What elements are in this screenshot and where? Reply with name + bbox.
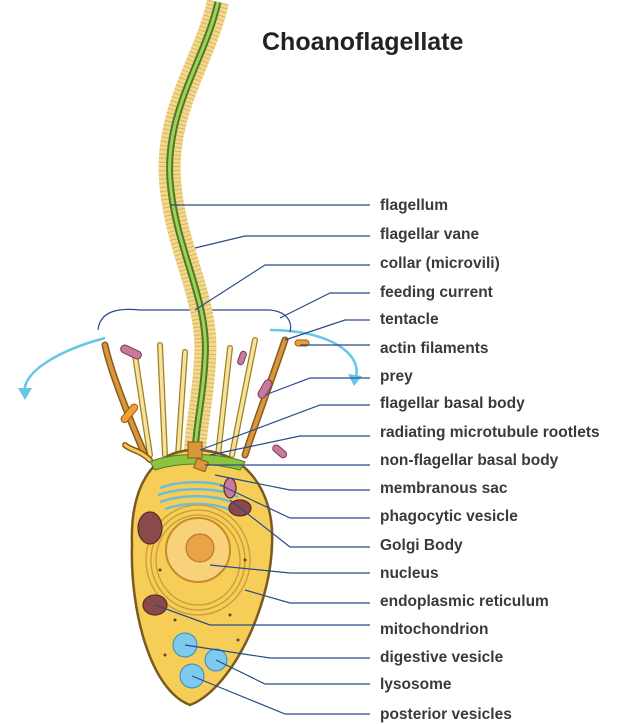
prey-items bbox=[120, 339, 310, 459]
left-current-arrowhead bbox=[18, 388, 32, 400]
label-prey: prey bbox=[380, 368, 413, 385]
flagellar-basal-body bbox=[187, 441, 203, 459]
small-granules bbox=[158, 558, 247, 657]
label-flagellar-basal-body: flagellar basal body bbox=[380, 395, 525, 412]
label-flagellum: flagellum bbox=[380, 197, 449, 214]
feeding-current-arrows bbox=[18, 328, 362, 400]
collar-microvilli-fill bbox=[133, 338, 257, 457]
right-current-arrowhead bbox=[348, 374, 362, 386]
label-membranous-sac: membranous sac bbox=[380, 480, 508, 497]
label-actin-filaments: actin filaments bbox=[380, 340, 489, 357]
label-nucleus: nucleus bbox=[380, 565, 439, 582]
right-current-arrow bbox=[269, 328, 358, 381]
label-mitochondrion: mitochondrion bbox=[380, 621, 489, 638]
label-tentacle: tentacle bbox=[380, 311, 439, 328]
label-feeding-current: feeding current bbox=[380, 284, 493, 301]
label-endoplasmic-reticulum: endoplasmic reticulum bbox=[380, 593, 549, 610]
label-radiating-microtubule-rootlets: radiating microtubule rootlets bbox=[380, 424, 600, 441]
label-phagocytic-vesicle: phagocytic vesicle bbox=[380, 508, 518, 525]
label-posterior-vesicles: posterior vesicles bbox=[380, 706, 512, 723]
leader-lines bbox=[154, 204, 370, 715]
label-golgi-body: Golgi Body bbox=[380, 537, 463, 554]
label-flagellar-vane: flagellar vane bbox=[380, 226, 480, 243]
label-non-flagellar-basal-body: non-flagellar basal body bbox=[380, 452, 559, 469]
diagram-title: Choanoflagellate bbox=[262, 28, 464, 56]
label-collar: collar (microvili) bbox=[380, 255, 500, 272]
non-flagellar-basal-body bbox=[193, 457, 209, 473]
flagellum-core bbox=[168, 1, 220, 456]
nucleolus bbox=[185, 533, 215, 563]
label-digestive-vesicle: digestive vesicle bbox=[380, 649, 504, 666]
label-lysosome: lysosome bbox=[380, 676, 452, 693]
left-current-arrow bbox=[23, 336, 106, 396]
